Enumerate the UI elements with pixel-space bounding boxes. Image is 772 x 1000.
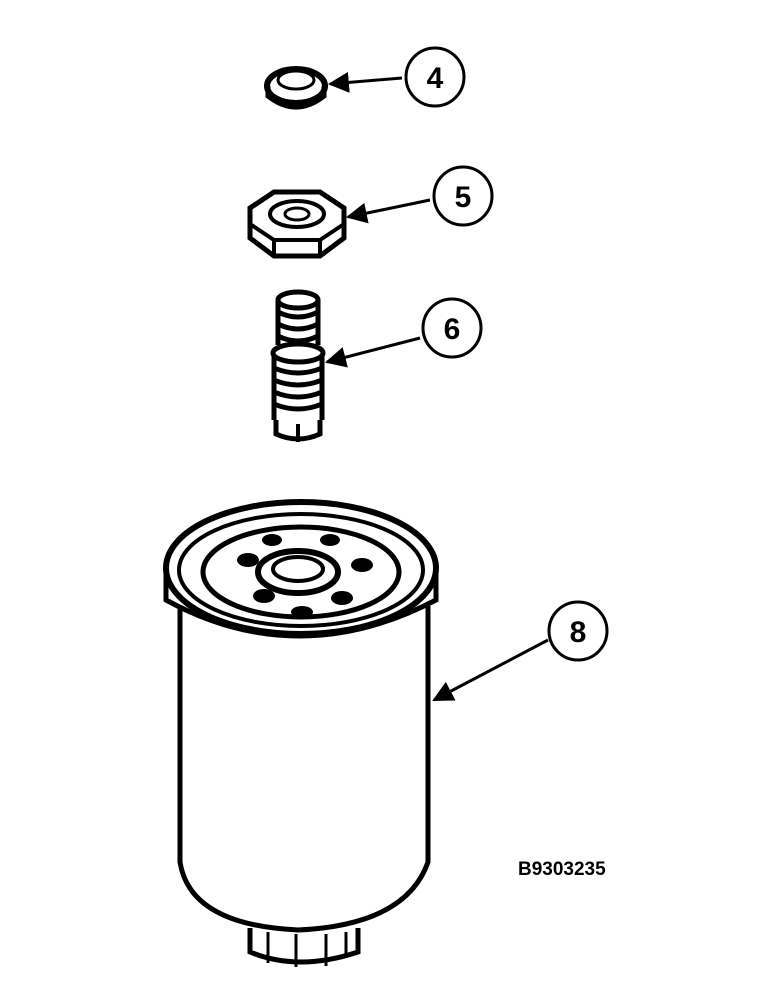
drain-plug-part [270, 289, 326, 442]
washer-part [264, 66, 328, 110]
figure-id: B9303235 [518, 859, 606, 880]
callout-4-label: 4 [427, 62, 444, 95]
leader-line-5 [345, 198, 431, 224]
callout-8: 8 [547, 600, 609, 662]
hex-nut-part [247, 189, 347, 259]
leader-line-4 [327, 71, 403, 93]
callout-6: 6 [421, 297, 483, 359]
callout-4: 4 [404, 46, 466, 108]
filter-element-part [163, 499, 439, 967]
callout-5-label: 5 [455, 181, 472, 214]
callout-8-label: 8 [570, 616, 587, 649]
leader-line-6 [324, 336, 421, 368]
callout-5: 5 [432, 165, 494, 227]
leader-line-8 [432, 638, 549, 702]
callout-6-label: 6 [444, 313, 461, 346]
